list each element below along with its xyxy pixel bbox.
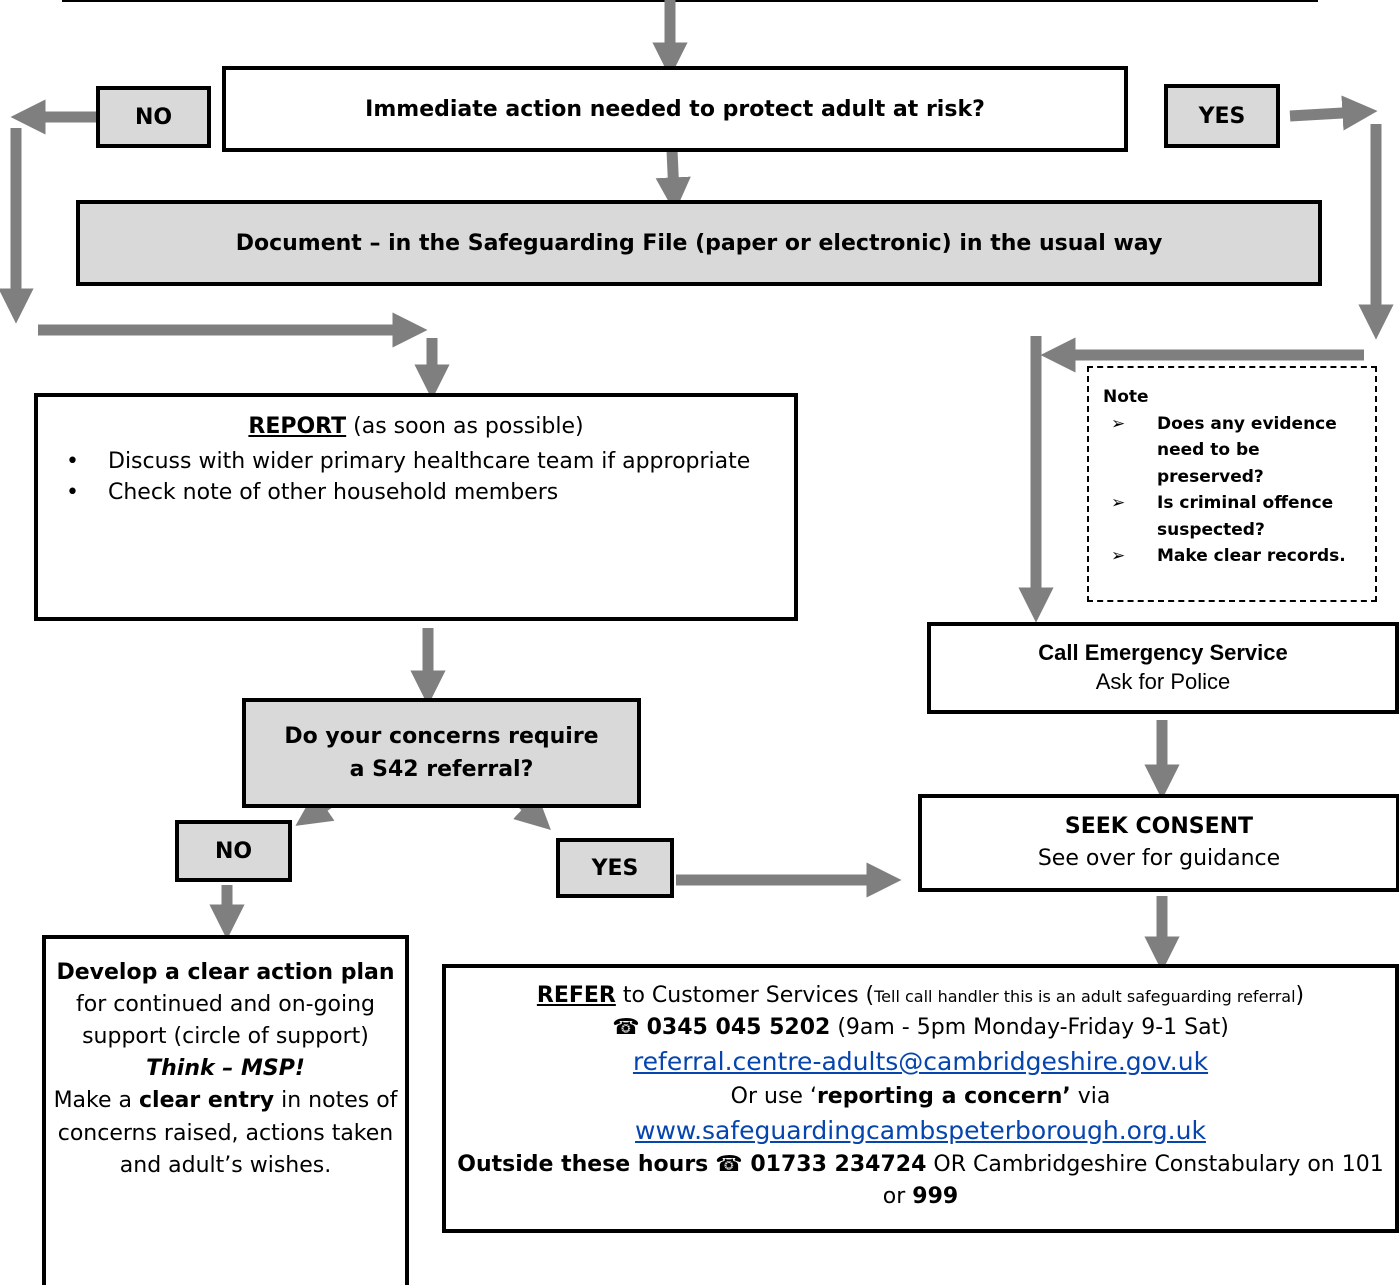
action-plan-box: Develop a clear action plan for continue… bbox=[42, 935, 409, 1285]
note-item: Is criminal offence suspected? bbox=[1111, 490, 1363, 543]
refer-title-rest: to Customer Services ( bbox=[615, 983, 875, 1008]
s42-yes-label: YES bbox=[556, 838, 674, 898]
emergency-box: Call Emergency Service Ask for Police bbox=[927, 622, 1399, 714]
refer-outside-phone: 01733 234724 bbox=[742, 1152, 927, 1178]
note-title: Note bbox=[1103, 387, 1149, 407]
action-plan-bold: Develop a clear action plan bbox=[56, 960, 395, 985]
emergency-subtitle: Ask for Police bbox=[1095, 669, 1231, 694]
top-yes-text: YES bbox=[1198, 103, 1246, 129]
note-list: Does any evidence need to be preserved? … bbox=[1103, 411, 1363, 570]
refer-small-note: Tell call handler this is an adult safeg… bbox=[874, 987, 1296, 1006]
refer-999: 999 bbox=[912, 1184, 959, 1210]
s42-no-text: NO bbox=[214, 838, 253, 864]
report-title-note: (as soon as possible) bbox=[346, 414, 584, 439]
emergency-title: Call Emergency Service bbox=[1038, 640, 1288, 666]
report-item: Check note of other household members bbox=[66, 477, 774, 508]
action-plan-text2: Make a bbox=[53, 1088, 139, 1114]
s42-question: Do your concerns require a S42 referral? bbox=[242, 698, 641, 808]
report-title: REPORT bbox=[248, 414, 347, 439]
top-no-label: NO bbox=[96, 86, 211, 148]
phone-icon: ☎ bbox=[612, 1015, 640, 1041]
arrow-question-to-document bbox=[655, 149, 691, 213]
report-heading: REPORT (as soon as possible) bbox=[58, 411, 774, 442]
refer-line3: referral.centre-adults@cambridgeshire.go… bbox=[450, 1044, 1391, 1081]
s42-no-label: NO bbox=[175, 820, 292, 882]
report-item: Discuss with wider primary healthcare te… bbox=[66, 446, 774, 477]
consent-title: SEEK CONSENT bbox=[1064, 814, 1254, 840]
report-box: REPORT (as soon as possible) Discuss wit… bbox=[34, 393, 798, 621]
refer-line2: ☎ 0345 045 5202 (9am - 5pm Monday-Friday… bbox=[450, 1012, 1391, 1044]
action-plan-text3: in notes of concerns raised, actions tak… bbox=[57, 1088, 398, 1178]
refer-box: REFER to Customer Services (Tell call ha… bbox=[442, 964, 1399, 1233]
document-text: Document – in the Safeguarding File (pap… bbox=[235, 230, 1163, 256]
refer-outside: Outside these hours bbox=[457, 1152, 709, 1178]
refer-line5: www.safeguardingcambspeterborough.org.uk bbox=[450, 1113, 1391, 1150]
consent-box: SEEK CONSENT See over for guidance bbox=[918, 794, 1399, 892]
report-list: Discuss with wider primary healthcare te… bbox=[58, 446, 774, 509]
refer-line1: REFER to Customer Services (Tell call ha… bbox=[450, 980, 1391, 1012]
refer-reporting: reporting a concern’ bbox=[816, 1083, 1071, 1109]
document-step: Document – in the Safeguarding File (pap… bbox=[76, 200, 1322, 286]
action-plan-text: for continued and on-going support (circ… bbox=[75, 992, 376, 1050]
immediate-action-text: Immediate action needed to protect adult… bbox=[365, 96, 985, 122]
note-item: Does any evidence need to be preserved? bbox=[1111, 411, 1363, 491]
note-item: Make clear records. bbox=[1111, 543, 1363, 570]
refer-phone: 0345 045 5202 bbox=[646, 1015, 831, 1041]
refer-hours: (9am - 5pm Monday-Friday 9-1 Sat) bbox=[830, 1015, 1229, 1041]
refer-email-link[interactable]: referral.centre-adults@cambridgeshire.go… bbox=[632, 1047, 1209, 1077]
top-yes-label: YES bbox=[1164, 84, 1280, 148]
note-box: Note Does any evidence need to be preser… bbox=[1087, 366, 1377, 602]
action-plan-clear-entry: clear entry bbox=[138, 1088, 275, 1114]
phone-icon: ☎ bbox=[715, 1152, 743, 1178]
action-plan-msp: Think – MSP! bbox=[146, 1056, 305, 1082]
refer-outside-rest: OR Cambridgeshire Constabulary on 101 or bbox=[882, 1152, 1384, 1210]
immediate-action-question: Immediate action needed to protect adult… bbox=[222, 66, 1128, 152]
refer-line4: Or use ‘reporting a concern’ via bbox=[450, 1081, 1391, 1113]
s42-yes-text: YES bbox=[591, 855, 639, 881]
s42-line2: a S42 referral? bbox=[349, 757, 534, 782]
refer-website-link[interactable]: www.safeguardingcambspeterborough.org.uk bbox=[635, 1115, 1206, 1145]
top-no-text: NO bbox=[134, 104, 173, 130]
refer-line6: Outside these hours ☎ 01733 234724 OR Ca… bbox=[450, 1149, 1391, 1213]
consent-subtitle: See over for guidance bbox=[1037, 846, 1281, 871]
refer-or-use: Or use ‘ bbox=[730, 1083, 817, 1109]
refer-title: REFER bbox=[536, 983, 616, 1008]
refer-via: via bbox=[1070, 1083, 1111, 1109]
s42-line1: Do your concerns require bbox=[284, 724, 599, 749]
arrow-yes-right bbox=[1289, 95, 1378, 131]
refer-close-paren: ) bbox=[1295, 983, 1305, 1008]
